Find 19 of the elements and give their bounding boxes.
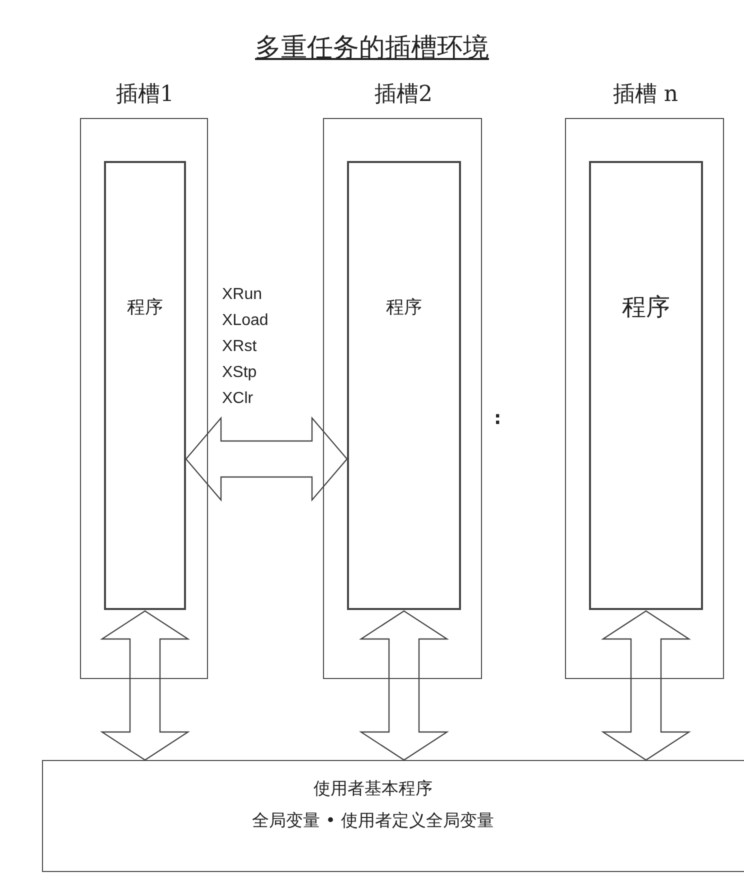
- box-label: 程序: [621, 292, 671, 323]
- double-arrow: [600, 610, 692, 761]
- slot-heading: 插槽 n: [612, 81, 680, 109]
- double-arrow: [185, 416, 348, 502]
- double-arrow: [100, 610, 190, 761]
- slot-heading: 插槽2: [374, 81, 434, 109]
- box-label: 程序: [126, 296, 164, 319]
- box-text: 全局变量 • 使用者定义全局变量: [251, 810, 495, 832]
- program-box: [347, 161, 461, 610]
- program-box: [589, 161, 703, 610]
- double-arrow: [358, 610, 450, 761]
- box-label: 程序: [385, 296, 423, 319]
- box-title: 使用者基本程序: [312, 778, 434, 800]
- ellipsis-mark: :: [494, 408, 502, 429]
- slot-heading: 插槽1: [115, 81, 175, 109]
- program-box: [104, 161, 186, 610]
- base-program-box: [42, 760, 744, 872]
- edge-label: XRun XLoad XRst XStp XClr: [222, 285, 270, 409]
- title: 多重任务的插槽环境: [254, 32, 490, 65]
